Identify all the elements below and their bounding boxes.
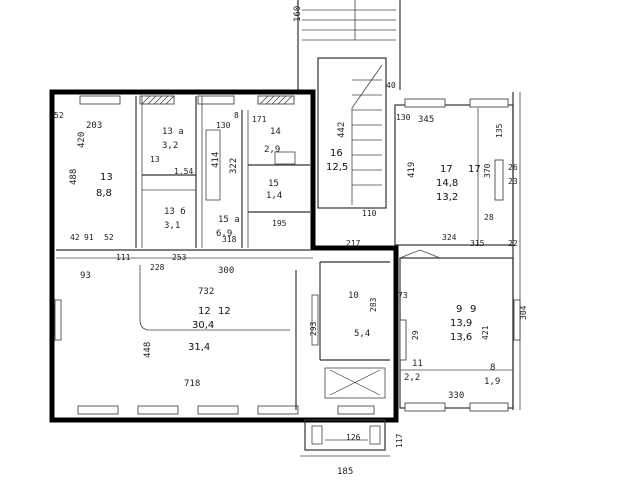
room-17-area-b: 13,2 <box>436 192 458 203</box>
stairwell <box>297 0 401 209</box>
dimension-labels: 160 185 420 488 203 52 91 52 42 93 111 2… <box>54 6 528 477</box>
room-15a-num: 15 a <box>218 215 240 225</box>
dim-22: 22 <box>508 239 518 248</box>
dim-110: 110 <box>362 209 377 218</box>
dim-718: 718 <box>184 379 200 389</box>
dim-23: 23 <box>508 177 518 186</box>
dim-370: 370 <box>483 163 492 178</box>
dim-322: 322 <box>229 158 239 174</box>
apartment-boundary <box>49 89 399 423</box>
room-12-num: 12 <box>198 306 211 317</box>
dim-26: 26 <box>508 163 518 172</box>
room-16-num: 16 <box>330 148 343 159</box>
dim-135: 135 <box>495 123 504 138</box>
hatched-window-2 <box>259 95 293 105</box>
dim-130a: 130 <box>216 121 231 130</box>
dim-195: 195 <box>272 219 287 228</box>
dim-300: 300 <box>218 266 234 276</box>
dim-217: 217 <box>346 239 361 248</box>
room-16-area: 12,5 <box>326 162 348 173</box>
room-13b-num: 13 б <box>164 206 186 217</box>
dim-442: 442 <box>337 122 347 138</box>
dim-420: 420 <box>77 132 87 148</box>
hatched-window-1 <box>141 95 175 105</box>
dim-111: 111 <box>116 253 131 262</box>
room-11-area: 2,2 <box>404 373 420 383</box>
room-15-area: 1,4 <box>266 191 282 201</box>
dim-488: 488 <box>69 169 79 185</box>
room-13-small-area: 1,54 <box>174 167 193 176</box>
room-labels: 13 8,8 13 a 3,2 13 1,54 13 б 3,1 14 2,9 … <box>96 127 500 387</box>
room-11-num: 11 <box>412 359 423 369</box>
room-14-area: 2,9 <box>264 145 280 155</box>
dim-40: 40 <box>386 81 396 90</box>
dim-318: 318 <box>222 235 237 244</box>
room-13a-num: 13 a <box>162 127 184 137</box>
room-12-area-b: 31,4 <box>188 342 210 353</box>
dim-315: 315 <box>470 239 485 248</box>
dim-448: 448 <box>143 342 153 358</box>
room-15-num: 15 <box>268 179 279 189</box>
dim-228: 228 <box>150 263 165 272</box>
dim-293: 293 <box>309 321 318 336</box>
dim-171: 171 <box>252 115 267 124</box>
dim-421: 421 <box>481 325 490 340</box>
dim-29: 29 <box>411 330 420 340</box>
room-13a-area: 3,2 <box>162 141 178 151</box>
room-13-small-num: 13 <box>150 155 160 164</box>
apartment-walls <box>54 95 407 415</box>
dim-91: 91 <box>84 233 94 242</box>
dim-203: 203 <box>86 121 102 131</box>
room-9-num: 9 <box>456 304 462 315</box>
room-13b-area: 3,1 <box>164 221 180 231</box>
room-10-area: 5,4 <box>354 329 370 339</box>
dim-130b: 130 <box>396 113 411 122</box>
room-9-area: 13,9 <box>450 318 472 329</box>
room-13-area: 8,8 <box>96 188 112 199</box>
room-17-area: 14,8 <box>436 178 458 189</box>
room-9-num-b: 9 <box>470 304 476 315</box>
dim-bottom-185: 185 <box>337 467 353 477</box>
dim-126: 126 <box>346 433 361 442</box>
dim-304: 304 <box>519 305 528 320</box>
room-9-area-b: 13,6 <box>450 332 472 343</box>
entrance <box>300 419 390 457</box>
dim-28: 28 <box>484 213 494 222</box>
room-12-area: 30,4 <box>192 320 214 331</box>
dim-419: 419 <box>407 162 417 178</box>
room-8-num: 8 <box>490 363 495 373</box>
room-13-num: 13 <box>100 172 113 183</box>
room-8-area: 1,9 <box>484 377 500 387</box>
dim-73: 73 <box>398 291 408 300</box>
room-17-num-b: 17 <box>468 164 481 175</box>
dim-414: 414 <box>211 152 221 168</box>
room-10-num: 10 <box>348 291 359 301</box>
room-12-num-b: 12 <box>218 306 231 317</box>
dim-283: 283 <box>369 297 378 312</box>
dim-324: 324 <box>442 233 457 242</box>
dim-52a: 52 <box>54 111 64 120</box>
dim-345: 345 <box>418 115 434 125</box>
dim-8: 8 <box>234 111 239 120</box>
dim-330: 330 <box>448 391 464 401</box>
dim-732: 732 <box>198 287 214 297</box>
dim-52b: 52 <box>104 233 114 242</box>
dim-42: 42 <box>70 233 80 242</box>
dim-93: 93 <box>80 271 91 281</box>
room-14-num: 14 <box>270 127 281 137</box>
dim-253: 253 <box>172 253 187 262</box>
room-17-num: 17 <box>440 164 453 175</box>
dim-top-160: 160 <box>293 6 303 22</box>
dim-117: 117 <box>395 433 404 448</box>
room-15a-area: 6,9 <box>216 229 232 239</box>
